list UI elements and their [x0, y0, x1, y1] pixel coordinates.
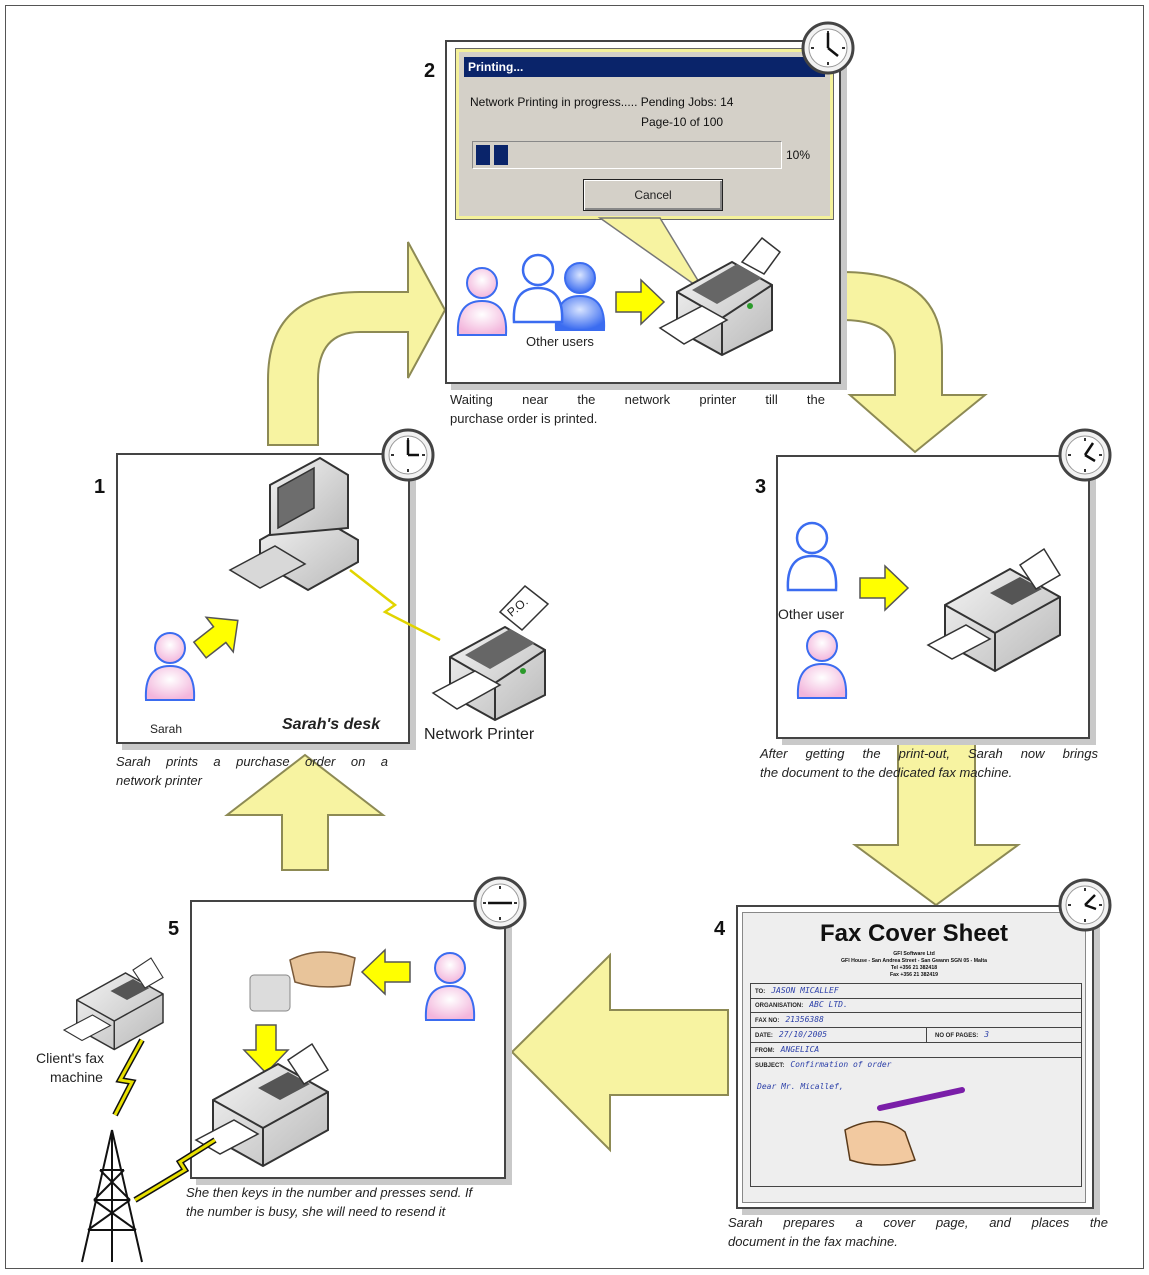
arrow-up-right-icon [185, 602, 253, 669]
lightning-link [112, 1038, 145, 1117]
dialog-page-count: Page-10 of 100 [641, 115, 724, 129]
step-1-caption-line1: Sarah prints a purchase order on a [116, 754, 388, 769]
lightning-link [113, 1039, 144, 1116]
client-fax-label-line2: machine [50, 1069, 103, 1085]
step-3-caption-line2: the document to the dedicated fax machin… [760, 765, 1013, 780]
step-4-number: 4 [714, 918, 726, 940]
step-1-number: 1 [94, 476, 106, 498]
clock-icon [801, 21, 855, 75]
computer-icon [228, 456, 359, 592]
step-1-caption-line2: network printer [116, 773, 202, 788]
network-printer-label: Network Printer [424, 726, 535, 743]
cancel-button[interactable]: Cancel [583, 179, 723, 211]
fax-row-to: TO: JASON MICALLEF [750, 983, 1082, 999]
progress-block [494, 145, 508, 165]
step-5-caption-line2: the number is busy, she will need to res… [186, 1204, 446, 1219]
step-5-number: 5 [168, 918, 180, 940]
fax-row-faxno: FAX NO: 21356388 [750, 1013, 1082, 1028]
sarah-person-icon [144, 632, 196, 701]
client-fax-label-line1: Client's fax [36, 1050, 105, 1066]
writing-hand-icon [844, 1087, 965, 1166]
step-3-number: 3 [755, 476, 767, 498]
person-icon [424, 952, 476, 1021]
fax-faxno-value: 21356388 [785, 1015, 824, 1024]
clock-icon [1058, 878, 1112, 932]
step-2-caption-line1: Waiting near the network printer till th… [450, 392, 825, 407]
step-2-number: 2 [424, 60, 436, 82]
fax-tel: Tel +356 21 382418 [890, 965, 938, 971]
radio-tower-icon [81, 1129, 143, 1263]
person-icon [512, 253, 564, 324]
sarahs-desk-label: Sarah's desk [282, 716, 381, 733]
fax-subject-label: SUBJECT: [755, 1063, 785, 1069]
fax-date-label: DATE: [755, 1033, 773, 1039]
step-2-caption-line2: purchase order is printed. [450, 411, 598, 426]
fax-address: GFI House - San Andrea Street - San Gwan… [841, 958, 987, 964]
fax-org-value: ABC LTD. [809, 1000, 848, 1009]
printing-dialog: Printing... Network Printing in progress… [455, 48, 834, 220]
fax-subject-value: Confirmation of order [790, 1060, 892, 1069]
clock-icon [381, 428, 435, 482]
fax-from-label: FROM: [755, 1048, 775, 1054]
fax-to-label: TO: [755, 989, 766, 995]
person-icon [456, 267, 508, 336]
printer-icon [659, 236, 782, 356]
other-users-label: Other users [526, 334, 594, 349]
network-printer-icon [432, 626, 546, 721]
lightning-link [134, 1138, 216, 1202]
fax-cover-title: Fax Cover Sheet [819, 920, 1009, 947]
client-fax-machine-icon [63, 957, 164, 1051]
arrow-left-icon [361, 949, 411, 995]
dialog-title: Printing... [464, 57, 825, 77]
arrow-5-to-1 [224, 753, 386, 871]
step-3-caption-line1: After getting the print-out, Sarah now b… [760, 746, 1098, 761]
clock-icon [1058, 428, 1112, 482]
fax-date-value: 27/10/2005 [778, 1030, 828, 1039]
diagram-frame [5, 5, 1144, 1269]
fax-fax: Fax +356 21 382419 [889, 972, 939, 978]
fax-to-value: JASON MICALLEF [771, 986, 839, 995]
progress-bar [472, 141, 782, 169]
person-icon [786, 521, 838, 592]
progress-percent: 10% [786, 148, 811, 162]
arrow-4-to-5 [510, 952, 729, 1153]
fax-row-org: ORGANISATION: ABC LTD. [750, 998, 1082, 1013]
arrow-right-icon [615, 279, 665, 325]
step-4-caption-line2: document in the fax machine. [728, 1234, 898, 1249]
fax-row-from: FROM: ANGELICA [750, 1043, 1082, 1058]
fax-faxno-label: FAX NO: [755, 1018, 780, 1024]
step-5-caption-line1: She then keys in the number and presses … [186, 1185, 473, 1200]
fax-pages-label: NO OF PAGES: [935, 1033, 979, 1039]
keypad-hand-icon [249, 951, 356, 1012]
step-4-caption-line1: Sarah prepares a cover page, and places … [728, 1215, 1108, 1230]
fax-pages-value: 3 [984, 1030, 990, 1039]
network-cable [349, 569, 441, 642]
arrow-1-to-2 [267, 241, 447, 446]
other-user-label: Other user [778, 606, 845, 622]
dialog-status: Network Printing in progress..... Pendin… [470, 95, 734, 109]
fax-machine-icon [927, 548, 1061, 672]
fax-cover-sheet: Fax Cover Sheet GFI Software Ltd GFI Hou… [742, 912, 1086, 1203]
fax-body-text: Dear Mr. Micallef, [757, 1082, 844, 1091]
arrow-2-to-3 [841, 270, 988, 454]
dialog-callout [597, 217, 706, 293]
fax-org-label: ORGANISATION: [755, 1003, 804, 1009]
po-paper: P.O. [498, 584, 550, 632]
sarah-label: Sarah [150, 722, 183, 736]
arrow-3-to-4 [851, 734, 1022, 907]
clock-icon [473, 876, 527, 930]
fax-from-value: ANGELICA [780, 1045, 820, 1054]
progress-block [476, 145, 490, 165]
person-icon [796, 630, 848, 699]
fax-row-date: DATE: 27/10/2005 NO OF PAGES: 3 [750, 1028, 1082, 1043]
fax-company: GFI Software Ltd [893, 951, 935, 957]
arrow-right-icon [859, 565, 909, 611]
